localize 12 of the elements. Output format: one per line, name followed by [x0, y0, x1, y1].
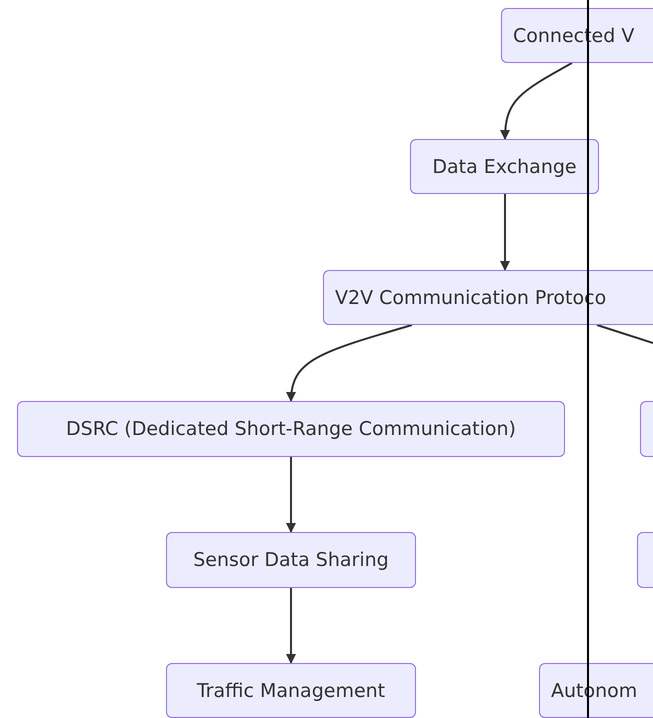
- process-box: [640, 401, 653, 457]
- process-box: DSRC (Dedicated Short-Range Communication): [17, 401, 565, 457]
- process-box: Data Exchange: [410, 139, 599, 194]
- arrow: [286, 324, 412, 402]
- process-box: [637, 532, 653, 588]
- arrow: [500, 194, 510, 271]
- process-box: Traffic Management: [166, 663, 416, 718]
- process-box: Sensor Data Sharing: [166, 532, 416, 588]
- arrow: [500, 62, 572, 140]
- arrow: [286, 457, 296, 533]
- connector-line: [596, 324, 653, 344]
- arrow: [286, 588, 296, 664]
